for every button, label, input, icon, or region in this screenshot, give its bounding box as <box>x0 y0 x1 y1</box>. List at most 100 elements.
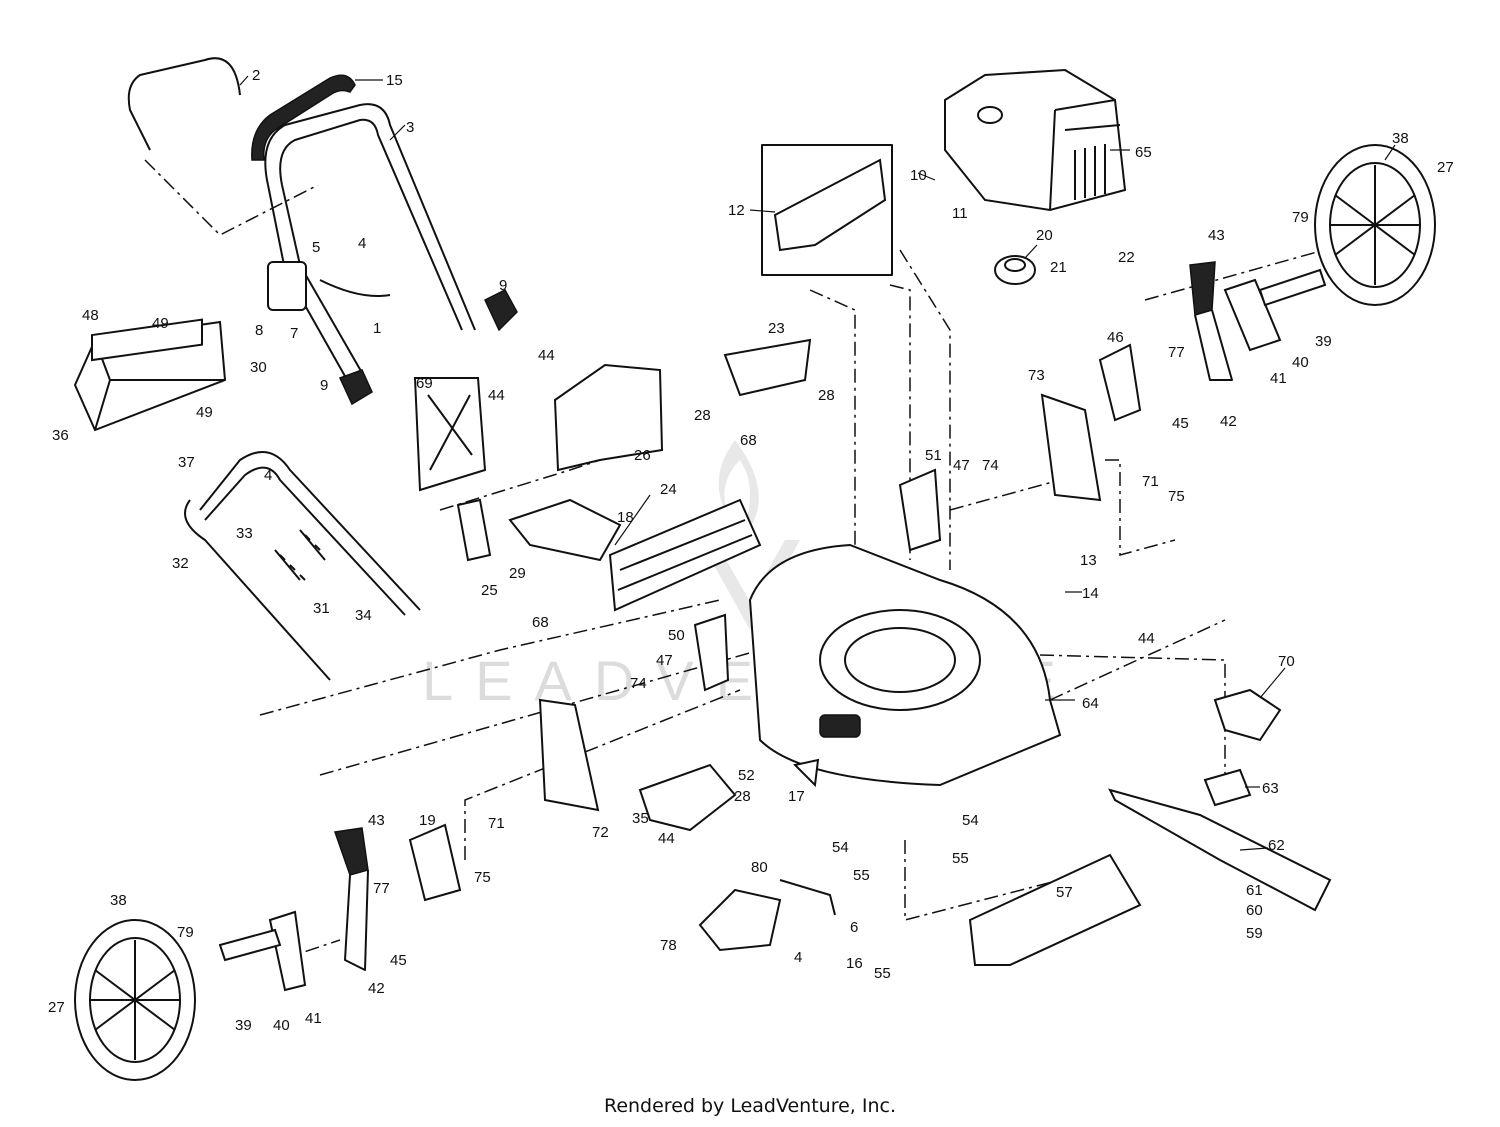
callout-11: 11 <box>952 205 968 222</box>
callout-35: 35 <box>632 810 649 827</box>
callout-39b: 39 <box>235 1017 252 1034</box>
callout-44: 44 <box>538 347 555 364</box>
callout-30: 30 <box>250 359 267 376</box>
callout-44b: 44 <box>488 387 505 404</box>
callout-48: 48 <box>82 307 99 324</box>
callout-12: 12 <box>728 202 745 219</box>
callout-42: 42 <box>1220 413 1237 430</box>
callout-54: 54 <box>832 839 849 856</box>
callout-31: 31 <box>313 600 330 617</box>
callout-52: 52 <box>738 767 755 784</box>
callout-38b: 38 <box>110 892 127 909</box>
callout-10: 10 <box>910 167 927 184</box>
callout-62: 62 <box>1268 837 1285 854</box>
callout-45b: 45 <box>390 952 407 969</box>
callout-55: 55 <box>853 867 870 884</box>
callout-32: 32 <box>172 555 189 572</box>
callout-8: 8 <box>255 322 263 339</box>
callout-55b: 55 <box>952 850 969 867</box>
callout-14: 14 <box>1082 585 1099 602</box>
callout-47b: 47 <box>656 652 673 669</box>
callout-37: 37 <box>178 454 195 471</box>
callout-2: 2 <box>252 67 260 84</box>
callout-5: 5 <box>312 239 320 256</box>
callout-4: 4 <box>358 235 366 252</box>
callout-41b: 41 <box>305 1010 322 1027</box>
leader-lines <box>239 75 1396 851</box>
callout-25: 25 <box>481 582 498 599</box>
callout-23: 23 <box>768 320 785 337</box>
callout-33: 33 <box>236 525 253 542</box>
callout-74b: 74 <box>630 675 647 692</box>
callout-24: 24 <box>660 481 677 498</box>
callout-71b: 71 <box>488 815 505 832</box>
callout-19: 19 <box>419 812 436 829</box>
callout-41: 41 <box>1270 370 1287 387</box>
callout-72: 72 <box>592 824 609 841</box>
callout-75: 75 <box>1168 488 1185 505</box>
callout-78: 78 <box>660 937 677 954</box>
callout-28c: 28 <box>734 788 751 805</box>
callout-20: 20 <box>1036 227 1053 244</box>
callout-74: 74 <box>982 457 999 474</box>
callout-73: 73 <box>1028 367 1045 384</box>
callout-3: 3 <box>406 119 414 136</box>
callout-47: 47 <box>953 457 970 474</box>
callout-50: 50 <box>668 627 685 644</box>
callout-44c: 44 <box>1138 630 1155 647</box>
callout-13: 13 <box>1080 552 1097 569</box>
callout-42b: 42 <box>368 980 385 997</box>
callout-4c: 4 <box>794 949 802 966</box>
callout-68: 68 <box>740 432 757 449</box>
callout-64: 64 <box>1082 695 1099 712</box>
callout-71: 71 <box>1142 473 1159 490</box>
callout-51: 51 <box>925 447 942 464</box>
callout-80: 80 <box>751 859 768 876</box>
parts <box>73 57 1436 1081</box>
callout-34: 34 <box>355 607 372 624</box>
callout-1: 1 <box>373 320 381 337</box>
callout-44d: 44 <box>658 830 675 847</box>
callout-55c: 55 <box>874 965 891 982</box>
callout-59: 59 <box>1246 925 1263 942</box>
credit-footer: Rendered by LeadVenture, Inc. <box>603 1095 897 1117</box>
callout-77: 77 <box>1168 344 1185 361</box>
callout-27b: 27 <box>48 999 65 1016</box>
callout-7: 7 <box>290 325 298 342</box>
callout-49b: 49 <box>196 404 213 421</box>
callout-40: 40 <box>1292 354 1309 371</box>
callout-21: 21 <box>1050 259 1067 276</box>
callout-28b: 28 <box>818 387 835 404</box>
callout-9b: 9 <box>320 377 328 394</box>
callout-43: 43 <box>1208 227 1225 244</box>
callout-36: 36 <box>52 427 69 444</box>
callout-6: 6 <box>850 919 858 936</box>
callout-70: 70 <box>1278 653 1295 670</box>
callout-49: 49 <box>152 315 169 332</box>
callout-43b: 43 <box>368 812 385 829</box>
callout-75b: 75 <box>474 869 491 886</box>
callout-16: 16 <box>846 955 863 972</box>
callout-46: 46 <box>1107 329 1124 346</box>
callout-28: 28 <box>694 407 711 424</box>
callout-68b: 68 <box>532 614 549 631</box>
callout-17: 17 <box>788 788 805 805</box>
callout-38: 38 <box>1392 130 1409 147</box>
assembly-lines <box>144 159 1361 961</box>
callout-54b: 54 <box>962 812 979 829</box>
callout-9: 9 <box>499 277 507 294</box>
callout-18: 18 <box>617 509 634 526</box>
callout-29: 29 <box>509 565 526 582</box>
callout-77b: 77 <box>373 880 390 897</box>
callout-69: 69 <box>416 375 433 392</box>
callout-22: 22 <box>1118 249 1135 266</box>
callout-60: 60 <box>1246 902 1263 919</box>
callout-40b: 40 <box>273 1017 290 1034</box>
callouts: 1 2 3 4 4 4 5 6 7 8 9 9 10 11 12 13 14 1… <box>48 67 1454 1034</box>
callout-63: 63 <box>1262 780 1279 797</box>
callout-79: 79 <box>1292 209 1309 226</box>
callout-45: 45 <box>1172 415 1189 432</box>
callout-39: 39 <box>1315 333 1332 350</box>
callout-26: 26 <box>634 447 651 464</box>
